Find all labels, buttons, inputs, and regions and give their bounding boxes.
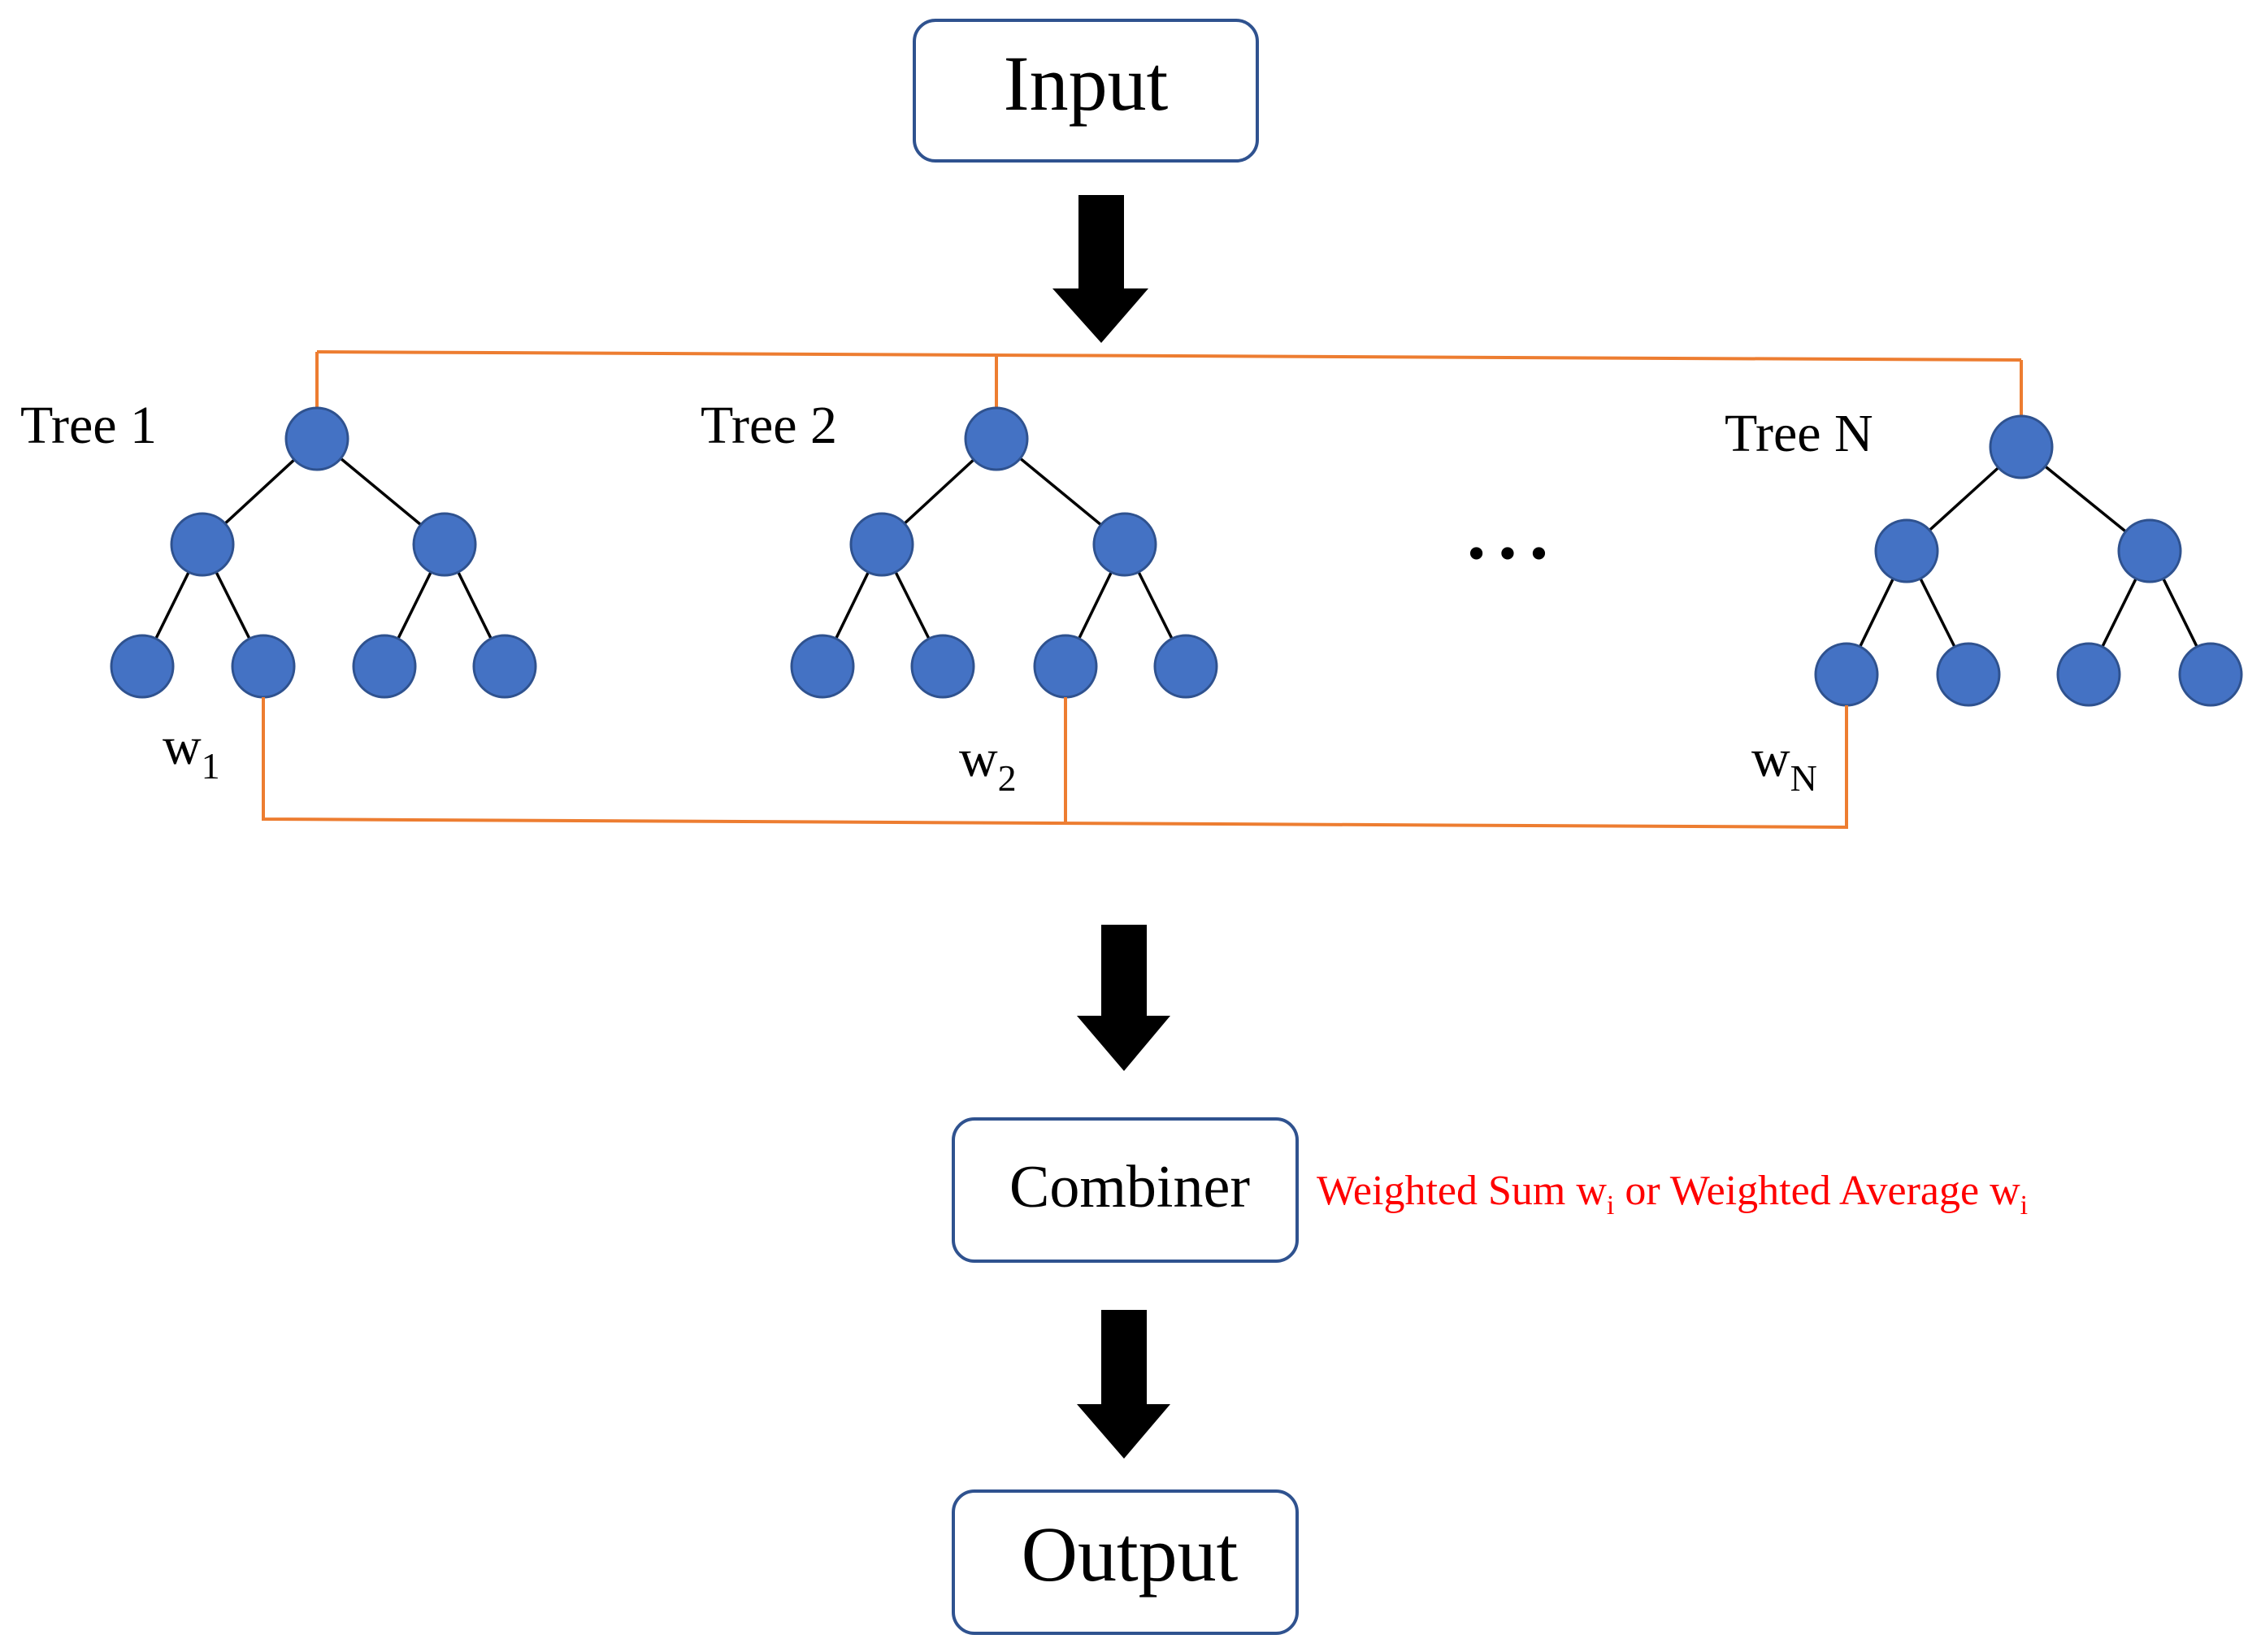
ellipsis: • • • xyxy=(1467,524,1547,582)
tree-1-leaf-node xyxy=(472,634,537,699)
tree-2: Tree 2 w2 xyxy=(701,396,1218,799)
tree-1-leaf-node xyxy=(352,634,417,699)
output-box: Output xyxy=(952,1489,1299,1635)
output-collection-lines xyxy=(262,697,1848,830)
tree-1: Tree 1 w1 xyxy=(20,396,537,787)
combiner-note: Weighted Sum wi or Weighted Average wi xyxy=(1317,1168,2028,1221)
combiner-box: Combiner xyxy=(952,1117,1299,1263)
tree-n-node xyxy=(2117,518,2182,583)
tree-2-leaf-node xyxy=(910,634,975,699)
arrow-trees-to-combiner xyxy=(1077,925,1170,1071)
tree-2-node xyxy=(849,512,914,577)
tree-2-leaf-node xyxy=(1153,634,1218,699)
tree-1-node xyxy=(170,512,235,577)
tree-1-leaf-node xyxy=(231,634,296,699)
tree-n-leaf-node xyxy=(2056,642,2121,707)
input-box: Input xyxy=(913,19,1259,163)
input-label: Input xyxy=(1004,40,1169,127)
tree-n-weight: wN xyxy=(1751,729,1817,799)
tree-n-root-node xyxy=(1989,414,2054,479)
tree-n-leaf-node xyxy=(1814,642,1879,707)
tree-2-label: Tree 2 xyxy=(701,396,837,455)
arrow-combiner-to-output xyxy=(1077,1310,1170,1459)
tree-1-leaf-node xyxy=(110,634,175,699)
arrow-input-to-trees xyxy=(1052,195,1148,343)
tree-n-label: Tree N xyxy=(1725,404,1873,463)
tree-2-weight: w2 xyxy=(959,729,1017,799)
tree-1-root-node xyxy=(284,406,349,471)
tree-n-node xyxy=(1874,518,1939,583)
tree-2-leaf-node xyxy=(790,634,855,699)
tree-1-label: Tree 1 xyxy=(20,396,157,455)
input-distribution-lines xyxy=(315,350,2023,417)
tree-n: Tree N wN xyxy=(1725,404,2243,799)
tree-n-leaf-node xyxy=(2178,642,2243,707)
output-label: Output xyxy=(1022,1511,1239,1598)
tree-n-leaf-node xyxy=(1936,642,2001,707)
tree-1-node xyxy=(412,512,477,577)
tree-1-weight: w1 xyxy=(163,717,220,787)
tree-2-root-node xyxy=(964,406,1029,471)
tree-2-leaf-node xyxy=(1033,634,1098,699)
tree-2-node xyxy=(1092,512,1157,577)
combiner-label: Combiner xyxy=(1009,1154,1250,1221)
